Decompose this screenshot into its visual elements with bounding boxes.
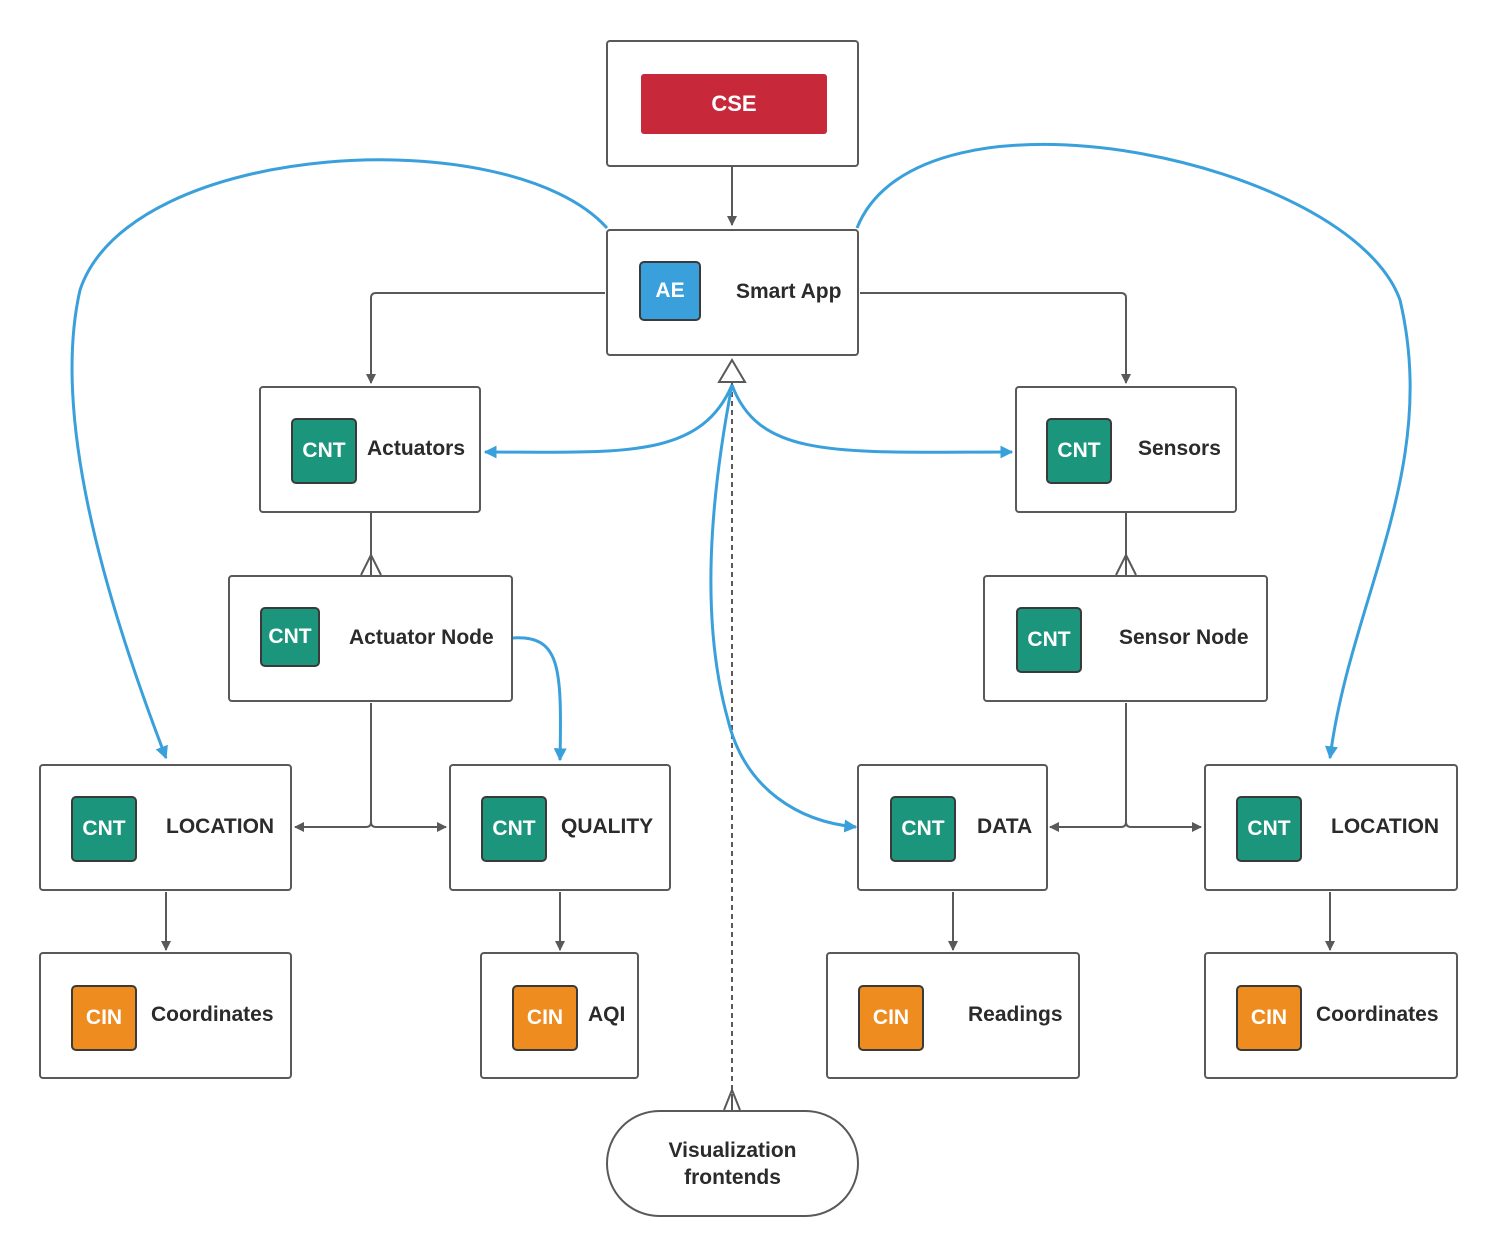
edge-sensornode-location bbox=[1125, 821, 1202, 832]
ref-actuatornode-quality bbox=[511, 636, 567, 762]
quality-cnt-badge: CNT bbox=[481, 796, 547, 862]
smart-app-node[interactable]: AE Smart App bbox=[606, 229, 859, 356]
location-right-node[interactable]: CNT LOCATION bbox=[1204, 764, 1458, 891]
sensor-node-node[interactable]: CNT Sensor Node bbox=[983, 575, 1268, 702]
aqi-label: AQI bbox=[588, 1003, 626, 1026]
data-cnt-badge: CNT bbox=[890, 796, 956, 862]
location-left-label: LOCATION bbox=[166, 815, 275, 838]
actuator-node-cnt-badge: CNT bbox=[260, 607, 320, 667]
sensors-node[interactable]: CNT Sensors bbox=[1015, 386, 1237, 513]
edge-smartapp-sensors bbox=[860, 292, 1131, 384]
crowfoot-visualization bbox=[723, 1087, 741, 1111]
edge-smartapp-actuators bbox=[366, 292, 605, 384]
visualization-label-line1: Visualization bbox=[668, 1138, 797, 1162]
readings-node[interactable]: CIN Readings bbox=[826, 952, 1080, 1079]
coordinates-right-cin-badge: CIN bbox=[1236, 985, 1302, 1051]
location-left-node[interactable]: CNT LOCATION bbox=[39, 764, 292, 891]
readings-cin-badge: CIN bbox=[858, 985, 924, 1051]
coordinates-right-node[interactable]: CIN Coordinates bbox=[1204, 952, 1458, 1079]
sensors-label: Sensors bbox=[1138, 437, 1221, 460]
actuators-label: Actuators bbox=[367, 437, 466, 460]
sensor-node-cnt-badge: CNT bbox=[1016, 607, 1082, 673]
cse-node[interactable]: CSE bbox=[606, 40, 859, 167]
edge-actuatornode-quality bbox=[370, 821, 447, 832]
edge-actuatornode-location bbox=[294, 703, 372, 832]
readings-label: Readings bbox=[968, 1003, 1063, 1026]
location-left-cnt-badge: CNT bbox=[71, 796, 137, 862]
actuators-cnt-badge: CNT bbox=[291, 418, 357, 484]
crowfoot-sensornode bbox=[1115, 552, 1137, 576]
ae-badge: AE bbox=[639, 261, 701, 321]
edge-sensornode-data bbox=[1049, 703, 1127, 832]
cse-label: CSE bbox=[641, 74, 827, 134]
aqi-node[interactable]: CIN AQI bbox=[480, 952, 639, 1079]
actuator-node-node[interactable]: CNT Actuator Node bbox=[228, 575, 513, 702]
sensors-cnt-badge: CNT bbox=[1046, 418, 1112, 484]
aqi-cin-badge: CIN bbox=[512, 985, 578, 1051]
actuators-node[interactable]: CNT Actuators bbox=[259, 386, 481, 513]
ref-smartapp-location-right bbox=[855, 143, 1412, 760]
ref-smartapp-sensors bbox=[730, 384, 1014, 459]
location-right-label: LOCATION bbox=[1331, 815, 1440, 838]
data-label: DATA bbox=[977, 815, 1033, 838]
smart-app-label: Smart App bbox=[736, 280, 842, 303]
location-right-cnt-badge: CNT bbox=[1236, 796, 1302, 862]
coordinates-right-label: Coordinates bbox=[1316, 1003, 1439, 1026]
crowfoot-actuatornode bbox=[360, 552, 382, 576]
visualization-label-line2: frontends bbox=[684, 1165, 781, 1189]
ref-smartapp-location-left bbox=[70, 158, 609, 760]
visualization-frontends-node[interactable]: Visualization frontends bbox=[606, 1110, 859, 1217]
sensor-node-label: Sensor Node bbox=[1119, 626, 1249, 649]
inheritance-triangle bbox=[717, 358, 747, 383]
ref-smartapp-actuators bbox=[483, 384, 734, 459]
data-node[interactable]: CNT DATA bbox=[857, 764, 1048, 891]
quality-label: QUALITY bbox=[561, 815, 654, 838]
coordinates-left-cin-badge: CIN bbox=[71, 985, 137, 1051]
ref-smartapp-data bbox=[709, 384, 858, 833]
quality-node[interactable]: CNT QUALITY bbox=[449, 764, 671, 891]
coordinates-left-node[interactable]: CIN Coordinates bbox=[39, 952, 292, 1079]
actuator-node-label: Actuator Node bbox=[349, 626, 494, 649]
coordinates-left-label: Coordinates bbox=[151, 1003, 274, 1026]
